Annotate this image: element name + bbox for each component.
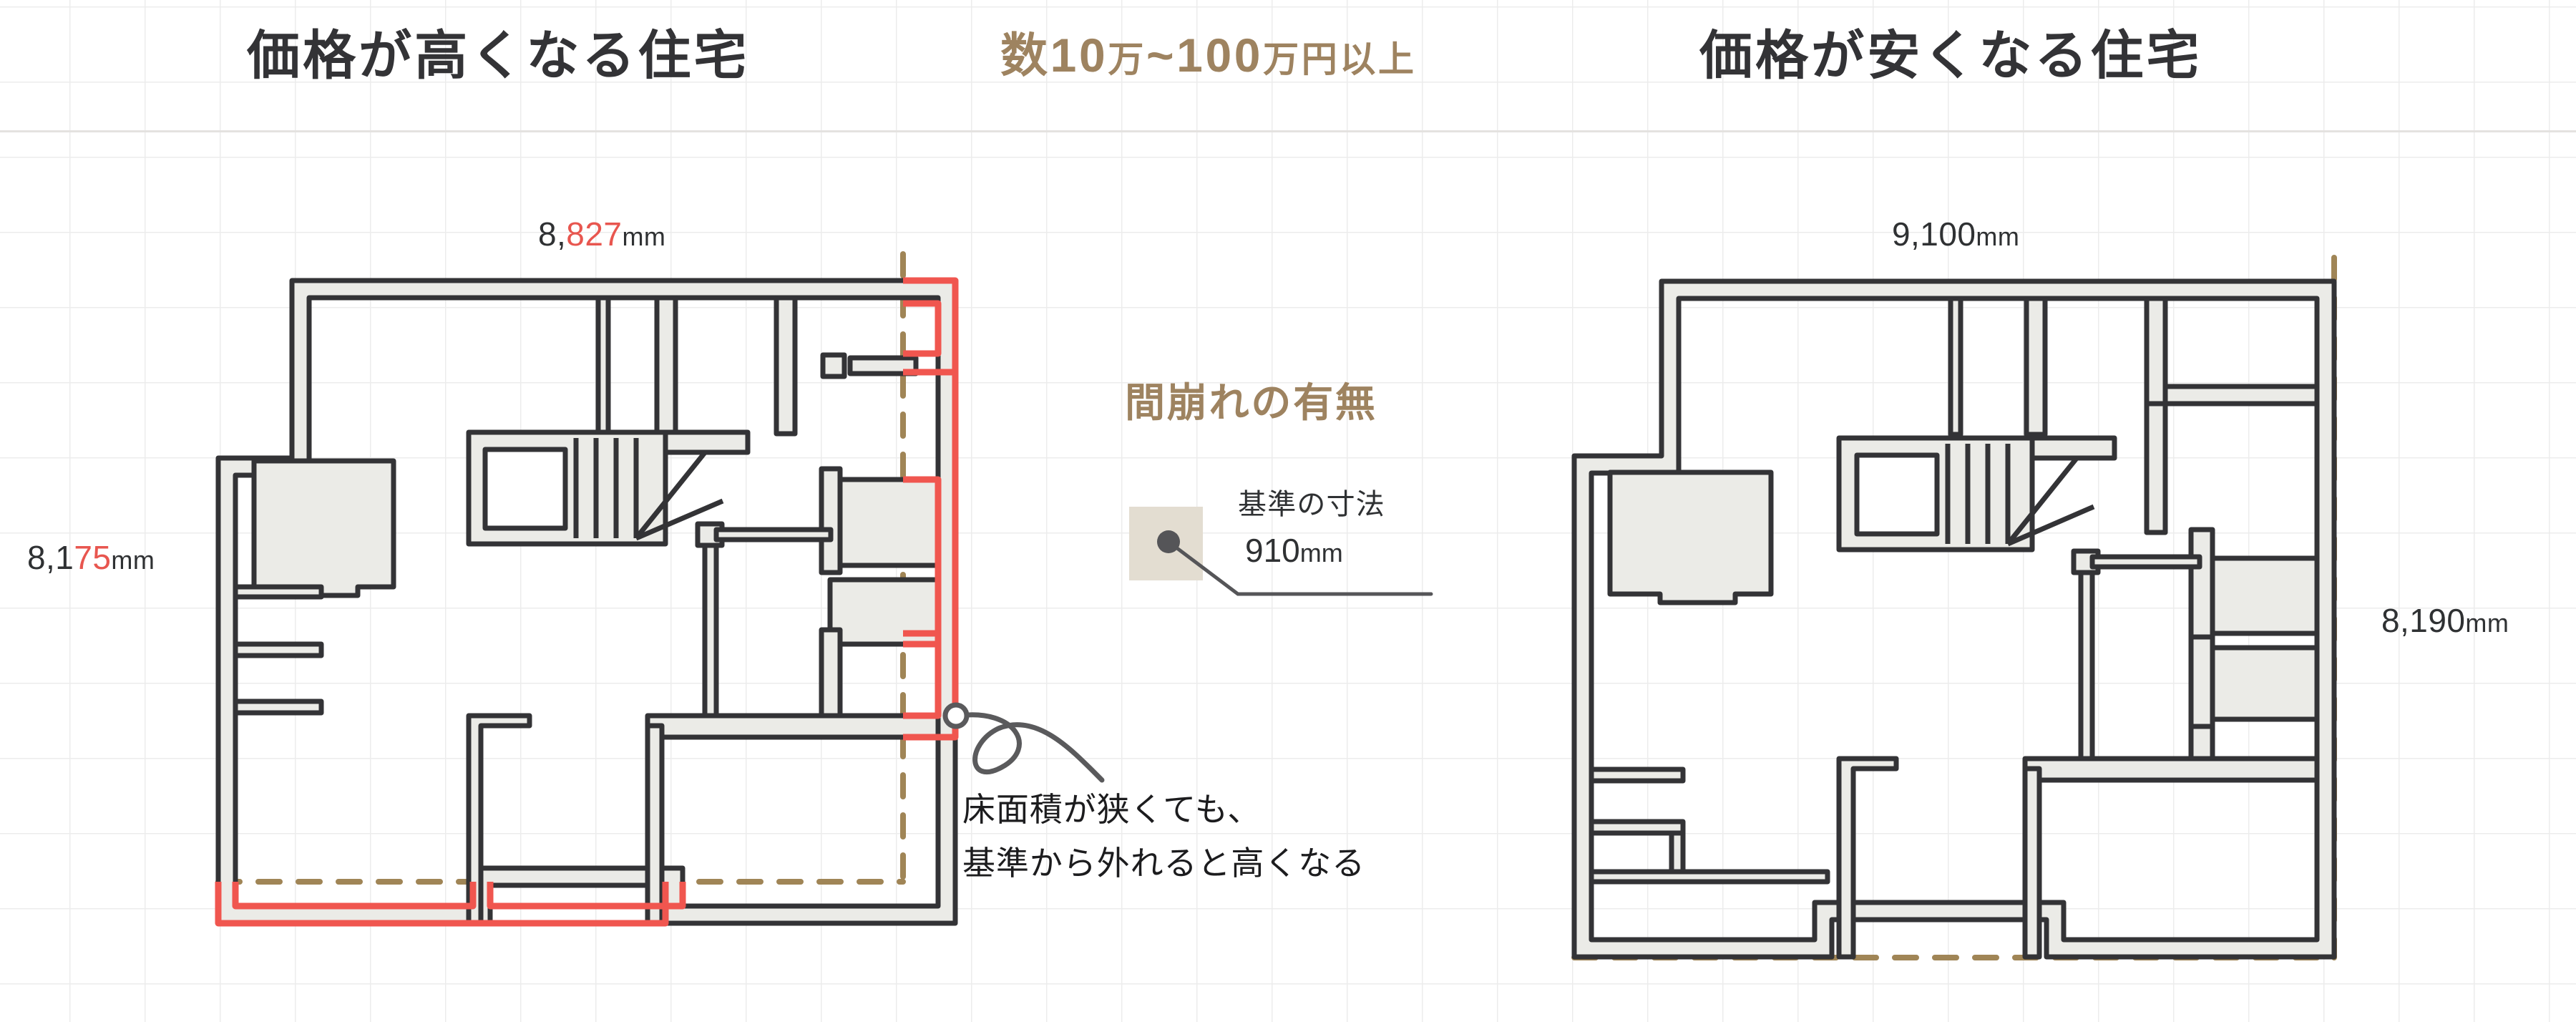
off-module-highlight-bottom-inner-b <box>487 882 686 910</box>
left-plan-height-dimension: 8,175mm <box>27 538 155 577</box>
stair-landing <box>1854 452 1940 537</box>
interior-wall-top-3 <box>774 295 798 437</box>
interior-wall-lower-right <box>2022 766 2042 960</box>
dim-unit: mm <box>111 545 155 575</box>
std-number: 910 <box>1245 532 1300 569</box>
dim-highlight: 827 <box>566 215 623 253</box>
center-annotation-heading: 間崩れの有無 <box>1125 380 1377 425</box>
page-title-left: 価格が高くなる住宅 <box>247 26 750 85</box>
stair-landing <box>482 447 568 531</box>
interior-wall-mid-h <box>713 527 834 542</box>
off-module-highlight-bottom-inner-a <box>232 882 477 910</box>
price-range-unit1: 万 <box>1108 39 1146 79</box>
callout-text-line2: 基準から外れると高くなる <box>962 845 1366 882</box>
interior-wall-top-1 <box>1948 296 1963 437</box>
callout-text-line1: 床面積が狭くても、 <box>962 791 1262 828</box>
header-divider <box>0 130 2576 132</box>
interior-wall-left-2 <box>233 641 324 658</box>
right-plan-width-dimension: 9,100mm <box>1892 215 2019 253</box>
interior-wall-left-1 <box>1589 766 1686 784</box>
left-plan-off-module-highlights <box>215 277 959 927</box>
module-leader-line <box>1166 540 1433 596</box>
page-title-center: 数10万~100万円以上 <box>1000 17 1417 86</box>
off-module-highlight-mid2 <box>903 630 942 719</box>
interior-wall-left-2 <box>1589 819 1686 836</box>
right-plan-walls <box>1571 278 2337 960</box>
interior-wall-right-2 <box>2188 634 2215 736</box>
off-module-highlight-bottom <box>215 882 669 927</box>
interior-room-right-1 <box>2208 555 2320 636</box>
interior-wall-mid <box>2078 563 2095 761</box>
page-title-right: 価格が安くなる住宅 <box>1699 26 2202 85</box>
interior-wall-left-1 <box>233 584 324 600</box>
interior-wall-left-4 <box>1589 869 1830 885</box>
price-range-main: 数10 <box>1000 29 1108 82</box>
left-plan-callout-leader <box>942 702 1105 783</box>
off-module-highlight-mid <box>903 476 942 648</box>
callout-curl <box>956 712 1105 783</box>
callout-anchor-dot <box>942 702 970 729</box>
stair-side-wall <box>663 429 751 455</box>
price-range-unit2: 万円以上 <box>1263 39 1417 79</box>
interior-wall-lower <box>2022 756 2320 783</box>
interior-wall-mid-h <box>2089 554 2202 570</box>
right-plan-height-dimension: 8,190mm <box>2381 601 2509 640</box>
dim-value: 8,190 <box>2381 602 2466 639</box>
dim-value: 9,100 <box>1892 215 1976 253</box>
dim-unit: mm <box>622 222 666 251</box>
dim-unit: mm <box>2465 608 2509 638</box>
stair-side-wall <box>2029 435 2117 461</box>
interior-wall-right-1 <box>819 466 843 575</box>
interior-wall-top-2 <box>654 295 678 437</box>
stair-treads <box>573 438 724 541</box>
standard-dimension-value: 910mm <box>1245 531 1343 570</box>
price-range-tilde: ~100 <box>1146 29 1264 82</box>
interior-wall-lower-left <box>1836 756 1899 960</box>
interior-room-right-2 <box>2208 645 2320 722</box>
dim-prefix: 8,1 <box>27 539 74 576</box>
interior-room-upper-left <box>1607 469 1774 605</box>
off-module-highlight-top-inner <box>903 300 942 357</box>
interior-wall-left-3 <box>233 699 324 716</box>
interior-wall-top-5 <box>2144 401 2168 535</box>
fixture-top-right <box>820 352 847 379</box>
dim-prefix: 8, <box>538 215 567 253</box>
fixture-basin-top-right <box>847 355 919 376</box>
dim-unit: mm <box>1976 222 2020 251</box>
std-unit: mm <box>1299 538 1343 568</box>
left-plan-walls <box>215 278 958 926</box>
standard-dimension-label: 基準の寸法 <box>1238 489 1385 520</box>
left-plan-width-dimension: 8,827mm <box>538 215 665 253</box>
dim-highlight: 75 <box>74 539 112 576</box>
module-leader-dot <box>1157 530 1180 553</box>
interior-wall-top-2 <box>2024 296 2048 437</box>
stair-treads <box>1945 444 2095 547</box>
off-module-highlight-right <box>903 369 959 741</box>
interior-wall-top-4 <box>2162 384 2320 407</box>
interior-wall-right-1 <box>2188 527 2215 647</box>
